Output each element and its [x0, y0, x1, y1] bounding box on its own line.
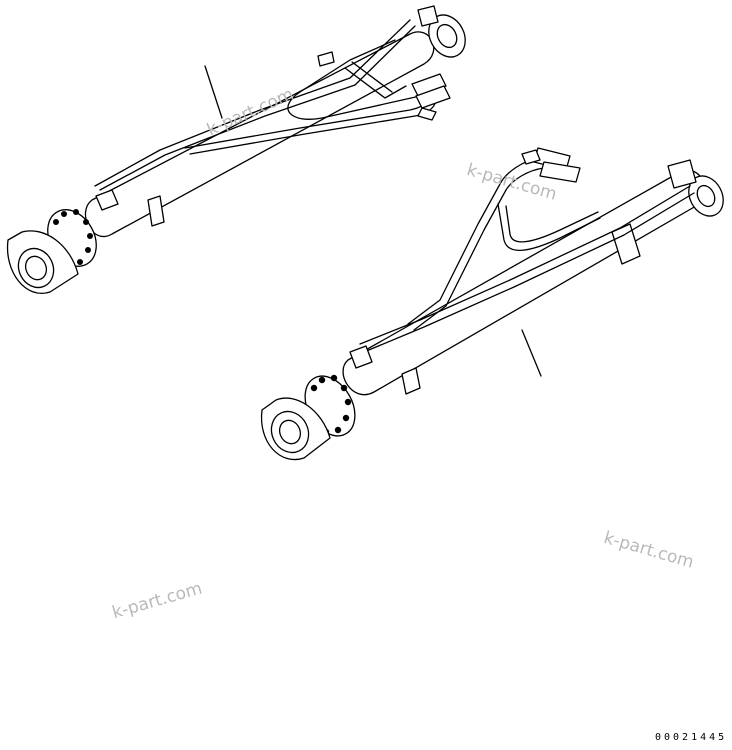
- lower-hydraulic-cylinder: [260, 147, 724, 461]
- upper-hose-fittings: [317, 51, 451, 121]
- upper-tube-bracket: [344, 61, 407, 99]
- upper-hose-main: [94, 19, 411, 187]
- upper-hose-loop: [184, 39, 429, 149]
- lower-hose-fittings: [521, 147, 581, 183]
- lower-hose-main: [359, 185, 691, 345]
- drawing-code: 00021445: [655, 732, 728, 743]
- upper-leader-line: [204, 65, 223, 119]
- upper-hydraulic-cylinder: [6, 5, 466, 294]
- upper-cylinder-tube: [84, 31, 435, 238]
- lower-rod-eye: [688, 175, 724, 217]
- lower-leader-line: [521, 329, 542, 377]
- lower-tube-clamp: [611, 223, 641, 265]
